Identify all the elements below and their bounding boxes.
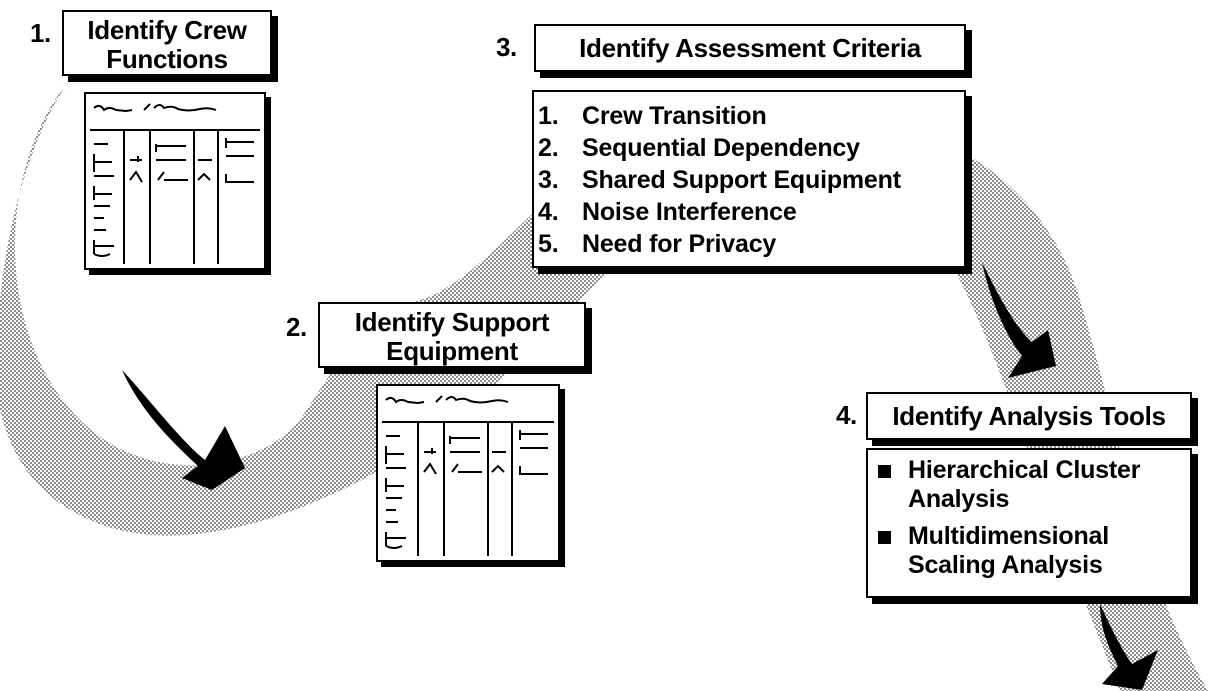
list-item: 2.Sequential Dependency bbox=[538, 134, 860, 162]
step-3-title: Identify Assessment Criteria bbox=[579, 33, 921, 63]
step-2-title-line: Identify Support bbox=[354, 307, 550, 337]
step-2-title-line: Equipment bbox=[386, 336, 518, 366]
table-sketch-icon bbox=[90, 103, 260, 264]
step-number: 3. bbox=[496, 32, 517, 62]
step-number: 4. bbox=[836, 400, 857, 430]
list-item: 4.Noise Interference bbox=[538, 198, 797, 226]
support-equipment-table-thumbnail bbox=[376, 384, 560, 562]
list-item: 1.Crew Transition bbox=[538, 102, 767, 130]
arrow-icon bbox=[122, 370, 245, 490]
bullet-square-icon bbox=[878, 531, 891, 544]
step-number: 2. bbox=[286, 312, 307, 342]
analysis-tools-list: Hierarchical Cluster Analysis Multidimen… bbox=[866, 448, 1192, 598]
list-item: 5.Need for Privacy bbox=[538, 230, 777, 258]
arrow-icon bbox=[982, 262, 1056, 378]
step-2-title-box: Identify Support Equipment bbox=[318, 302, 586, 368]
arrow-icon bbox=[1100, 604, 1158, 690]
step-number: 1. bbox=[30, 18, 51, 48]
list-item: Hierarchical Cluster Analysis bbox=[874, 456, 1190, 514]
bullet-square-icon bbox=[878, 465, 891, 478]
list-item: Multidimensional Scaling Analysis bbox=[874, 522, 1190, 580]
step-3-title-box: Identify Assessment Criteria bbox=[534, 24, 966, 72]
table-sketch-icon bbox=[382, 395, 554, 556]
list-item: 3.Shared Support Equipment bbox=[538, 166, 901, 194]
step-4-title: Identify Analysis Tools bbox=[892, 401, 1166, 431]
assessment-criteria-list: 1.Crew Transition 2.Sequential Dependenc… bbox=[532, 90, 966, 268]
crew-functions-table-thumbnail bbox=[84, 92, 266, 270]
step-1-title-line: Identify Crew bbox=[87, 15, 247, 45]
step-1-title-line: Functions bbox=[106, 44, 228, 74]
step-4-title-box: Identify Analysis Tools bbox=[866, 392, 1192, 440]
step-1-title-box: Identify Crew Functions bbox=[62, 10, 272, 76]
